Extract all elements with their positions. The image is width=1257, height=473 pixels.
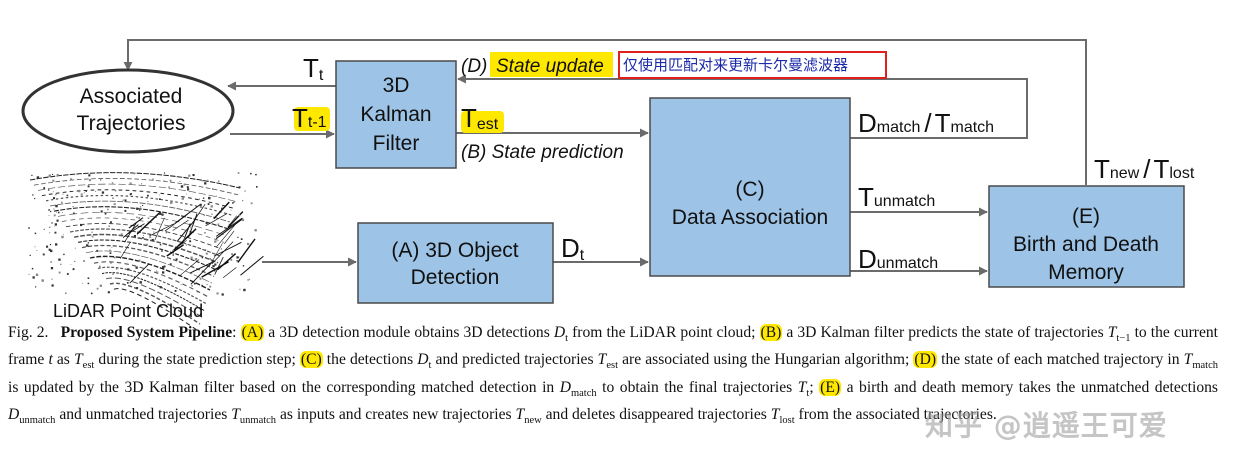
assoc-label-line1: Associated: [80, 85, 183, 108]
highlight-state-update: [490, 52, 613, 77]
edge-memory-to-assoc: [123, 39, 1087, 185]
memory-label-line3: Memory: [1048, 261, 1124, 284]
memory-label-line2: Birth and Death: [1013, 233, 1159, 256]
node-data-association: (C) Data Association: [649, 97, 851, 277]
node-associated-trajectories: Associated Trajectories: [21, 68, 235, 154]
memory-label-line1: (E): [1072, 205, 1100, 228]
label-state-prediction: (B) State prediction: [461, 142, 624, 163]
data-assoc-label-line2: Data Association: [672, 206, 828, 229]
highlight-t-est: [461, 111, 504, 133]
caption-title: Proposed System Pipeline: [60, 324, 233, 341]
note-box: [618, 51, 887, 79]
caption-tag-b: (B): [759, 324, 783, 341]
detection-label-line2: Detection: [411, 266, 500, 289]
label-d-t: Dt: [561, 233, 585, 264]
label-t-t: Tt: [303, 53, 324, 84]
caption-tag-d: (D): [913, 351, 938, 369]
label-d-unmatch: Dunmatch: [858, 244, 938, 274]
lidar-point-cloud-image: [28, 172, 264, 332]
node-birth-death-memory: (E) Birth and Death Memory: [988, 185, 1185, 288]
connections: [123, 39, 1087, 276]
highlight-t-t1: [294, 107, 330, 131]
detection-label-line1: (A) 3D Object: [391, 239, 518, 262]
figure-caption: Fig. 2. Proposed System Pipeline: (A) a …: [8, 324, 1219, 427]
label-t-new-t-lost: Tnew/Tlost: [1094, 154, 1195, 184]
data-assoc-label-line1: (C): [735, 178, 764, 201]
kalman-label-line3: Filter: [373, 132, 420, 155]
node-3d-object-detection: (A) 3D Object Detection: [357, 222, 554, 304]
note-chinese-text: 仅使用匹配对来更新卡尔曼滤波器: [623, 56, 848, 74]
watermark: 知乎 @逍遥王可爱: [925, 409, 1168, 442]
kalman-label-line2: Kalman: [360, 103, 431, 126]
caption-tag-a: (A): [240, 324, 265, 341]
label-state-update: State update: [496, 56, 604, 77]
assoc-label-line2: Trajectories: [77, 112, 186, 135]
node-kalman-filter: 3D Kalman Filter: [335, 60, 457, 169]
caption-tag-c: (C): [299, 351, 323, 369]
caption-tag-e: (E): [819, 378, 842, 396]
lidar-label: LiDAR Point Cloud: [53, 301, 203, 321]
label-d-match-t-match: Dmatch/Tmatch: [858, 108, 994, 138]
label-t-t1: Tt-1: [292, 103, 327, 133]
label-state-update-prefix: (D): [461, 56, 487, 77]
label-t-unmatch: Tunmatch: [858, 182, 935, 212]
kalman-label-line1: 3D: [383, 74, 410, 97]
label-t-est: Test: [461, 103, 499, 133]
caption-fig-number: Fig. 2.: [8, 324, 49, 341]
